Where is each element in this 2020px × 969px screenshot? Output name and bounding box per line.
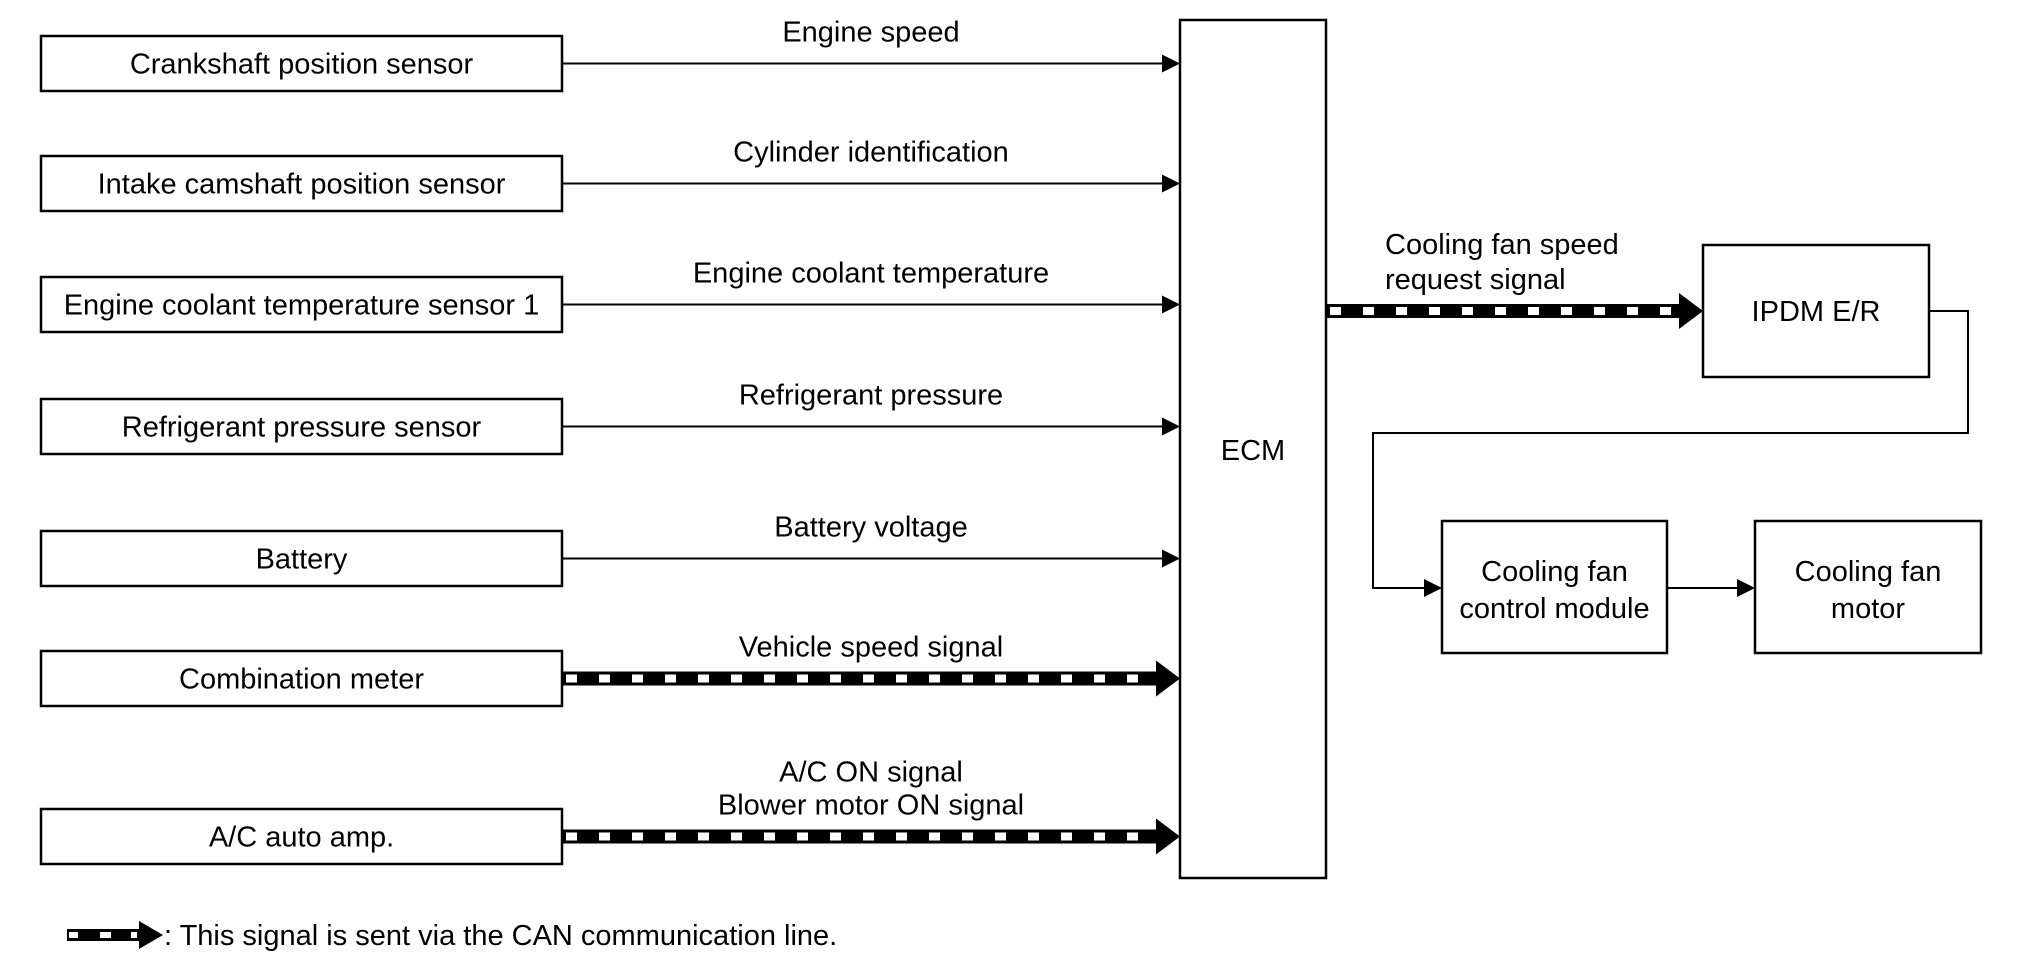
signal-label: A/C ON signal: [779, 757, 963, 789]
motor-box: [1753, 519, 1983, 655]
signal-label: request signal: [1385, 264, 1566, 296]
component-box: [39, 154, 564, 213]
can-line-legend-icon: [67, 921, 163, 949]
signal-label: Engine speed: [782, 17, 959, 49]
ecm-label: ECM: [1221, 435, 1285, 467]
arrow-head-icon: [1162, 295, 1180, 314]
arrow-head-icon: [1162, 174, 1180, 193]
component-box: [39, 275, 564, 334]
component-label: Engine coolant temperature sensor 1: [64, 290, 540, 322]
can-arrow-head-icon: [1156, 818, 1180, 855]
signal-label: Battery voltage: [774, 512, 967, 544]
input-3: Engine coolant temperature sensor 1 Engin…: [39, 258, 1180, 334]
input-1: Crankshaft position sensor Engine speed: [39, 17, 1180, 93]
input-6: Combination meter Vehicle speed signal: [39, 632, 1180, 708]
motor-label: motor: [1831, 593, 1905, 625]
signal-line: [1372, 310, 1969, 589]
component-box: [39, 34, 564, 93]
can-signal-line: [562, 818, 1180, 855]
can-signal-line: [562, 660, 1180, 697]
input-2: Intake camshaft position sensor Cylinder …: [39, 137, 1180, 213]
ipdm-label: IPDM E/R: [1752, 296, 1881, 328]
motor-label: Cooling fan: [1795, 556, 1942, 588]
signal-label: Cylinder identification: [733, 137, 1009, 169]
component-label: A/C auto amp.: [209, 822, 394, 854]
component-label: Battery: [256, 544, 348, 576]
control-module-label: Cooling fan: [1481, 556, 1628, 588]
control-module-to-motor: [1667, 579, 1755, 597]
arrow-head-icon: [1424, 579, 1442, 597]
input-4: Refrigerant pressure sensor Refrigerant p…: [39, 380, 1180, 456]
ipdm-box: [1701, 243, 1931, 379]
arrow-head-icon: [1737, 579, 1755, 597]
arrow-head-icon: [1162, 417, 1180, 436]
component-label: Crankshaft position sensor: [130, 49, 474, 81]
ipdm-to-control-module: [1372, 310, 1969, 597]
arrow-head-icon: [1162, 54, 1180, 73]
component-label: Combination meter: [179, 664, 424, 696]
ecm-box: [1178, 18, 1328, 880]
component-label: Intake camshaft position sensor: [98, 169, 506, 201]
legend-text: : This signal is sent via the CAN commun…: [164, 920, 837, 952]
control-module: Cooling fan control module: [1440, 519, 1669, 655]
signal-label: Cooling fan speed: [1385, 229, 1619, 261]
ecm: ECM: [1178, 18, 1328, 880]
cooling-fan-motor: Cooling fan motor: [1753, 519, 1983, 655]
can-signal-line: [1326, 293, 1703, 329]
signal-label: Blower motor ON signal: [718, 790, 1024, 822]
arrow-head-icon: [1162, 549, 1180, 568]
control-module-box: [1440, 519, 1669, 655]
signal-label: Vehicle speed signal: [739, 632, 1003, 664]
can-arrow-head-icon: [1156, 660, 1180, 697]
can-arrow-head-icon: [1679, 293, 1703, 329]
control-module-label: control module: [1459, 593, 1649, 625]
signal-label: Refrigerant pressure: [739, 380, 1003, 412]
signal-label: Engine coolant temperature: [693, 258, 1049, 290]
component-label: Refrigerant pressure sensor: [122, 412, 482, 444]
legend: : This signal is sent via the CAN commun…: [67, 920, 837, 952]
component-box: [39, 807, 564, 866]
input-5: Battery Battery voltage: [39, 512, 1180, 588]
ipdm: IPDM E/R: [1701, 243, 1931, 379]
component-box: [39, 397, 564, 456]
